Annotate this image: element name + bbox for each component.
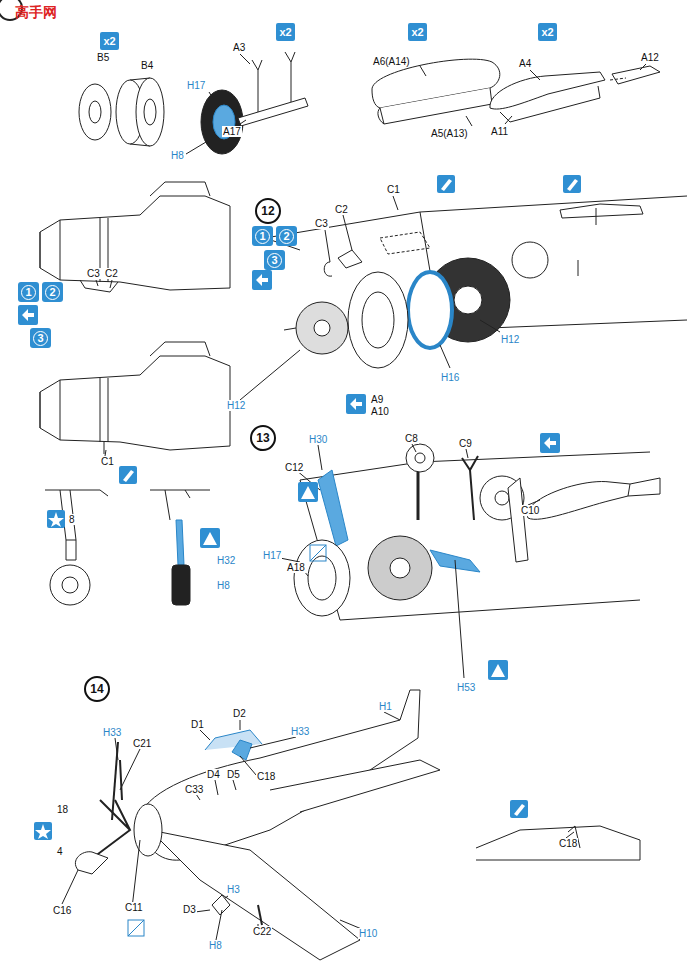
part-number: 4 (56, 846, 64, 857)
part-number: A4 (518, 58, 532, 69)
option-box: 1 (252, 226, 273, 246)
quantity-box: x2 (100, 32, 119, 50)
part-number: H12 (500, 334, 520, 345)
box-text: x2 (541, 26, 553, 38)
box-text: x2 (411, 26, 423, 38)
part-number: H8 (170, 150, 185, 161)
part-number: C8 (404, 433, 419, 444)
part-number: H16 (440, 372, 460, 383)
part-number: C16 (52, 905, 72, 916)
part-number: C2 (104, 268, 119, 279)
part-number: H3 (226, 884, 241, 895)
box-text: 1 (255, 229, 270, 244)
quantity-box: x2 (538, 23, 557, 41)
part-number: C33 (184, 784, 204, 795)
part-number: D5 (226, 769, 241, 780)
part-number: C11 (124, 902, 144, 913)
part-number: C1 (386, 184, 401, 195)
box-text: x2 (103, 35, 115, 47)
part-number: H33 (290, 726, 310, 737)
option-box: 2 (276, 226, 297, 246)
step-number: 13 (250, 425, 276, 451)
part-number: D4 (206, 769, 221, 780)
part-number: H17 (262, 550, 282, 561)
part-number: A11 (490, 126, 509, 137)
part-number: H8 (216, 580, 231, 591)
part-number: C18 (256, 771, 276, 782)
step-number: 12 (255, 198, 281, 224)
part-number: H12 (226, 400, 246, 411)
part-number: A12 (640, 52, 660, 63)
box-text: 14 (90, 682, 103, 696)
part-number: B5 (96, 52, 110, 63)
part-number: C3 (86, 268, 101, 279)
quantity-box: x2 (408, 23, 427, 41)
box-text: x2 (279, 26, 291, 38)
quantity-box: x2 (276, 23, 295, 41)
part-number: A3 (232, 42, 246, 53)
part-number: A17 (222, 126, 242, 137)
part-number: C18 (558, 838, 578, 849)
part-number: C22 (252, 926, 272, 937)
part-number: A9 (370, 394, 384, 405)
option-box: 1 (18, 282, 39, 302)
part-number: A5(A13) (430, 128, 469, 139)
box-text: 2 (45, 285, 60, 300)
option-box: 3 (30, 328, 51, 348)
part-number: B4 (140, 60, 154, 71)
watermark: 高手网 (14, 4, 58, 20)
part-number: H33 (102, 727, 122, 738)
part-number: C10 (520, 505, 540, 516)
part-number: A10 (370, 406, 390, 417)
part-number: D2 (232, 708, 247, 719)
part-number: A6(A14) (372, 56, 411, 67)
part-number: H32 (216, 555, 236, 566)
part-number: 18 (56, 804, 69, 815)
part-number: C9 (458, 438, 473, 449)
part-number: H1 (378, 701, 393, 712)
part-number: C12 (284, 462, 304, 473)
box-text: 3 (267, 253, 282, 268)
part-number: H17 (186, 80, 206, 91)
part-number: C3 (314, 218, 329, 229)
part-number: C21 (132, 738, 152, 749)
box-text: 1 (21, 285, 36, 300)
box-text: 3 (33, 331, 48, 346)
option-box: 2 (42, 282, 63, 302)
option-box: 3 (264, 250, 285, 270)
box-text: 12 (261, 204, 274, 218)
step-number: 14 (84, 676, 110, 702)
part-number: C2 (334, 204, 349, 215)
box-text: 2 (279, 229, 294, 244)
part-number: 8 (68, 514, 76, 525)
part-number: H30 (308, 434, 328, 445)
box-text: 13 (256, 431, 269, 445)
part-number: H10 (358, 928, 378, 939)
part-number: A18 (286, 562, 306, 573)
part-number: C1 (100, 456, 115, 467)
part-number: H8 (208, 940, 223, 951)
part-number: D1 (190, 719, 205, 730)
part-number: D3 (182, 904, 197, 915)
part-number: H53 (456, 682, 476, 693)
